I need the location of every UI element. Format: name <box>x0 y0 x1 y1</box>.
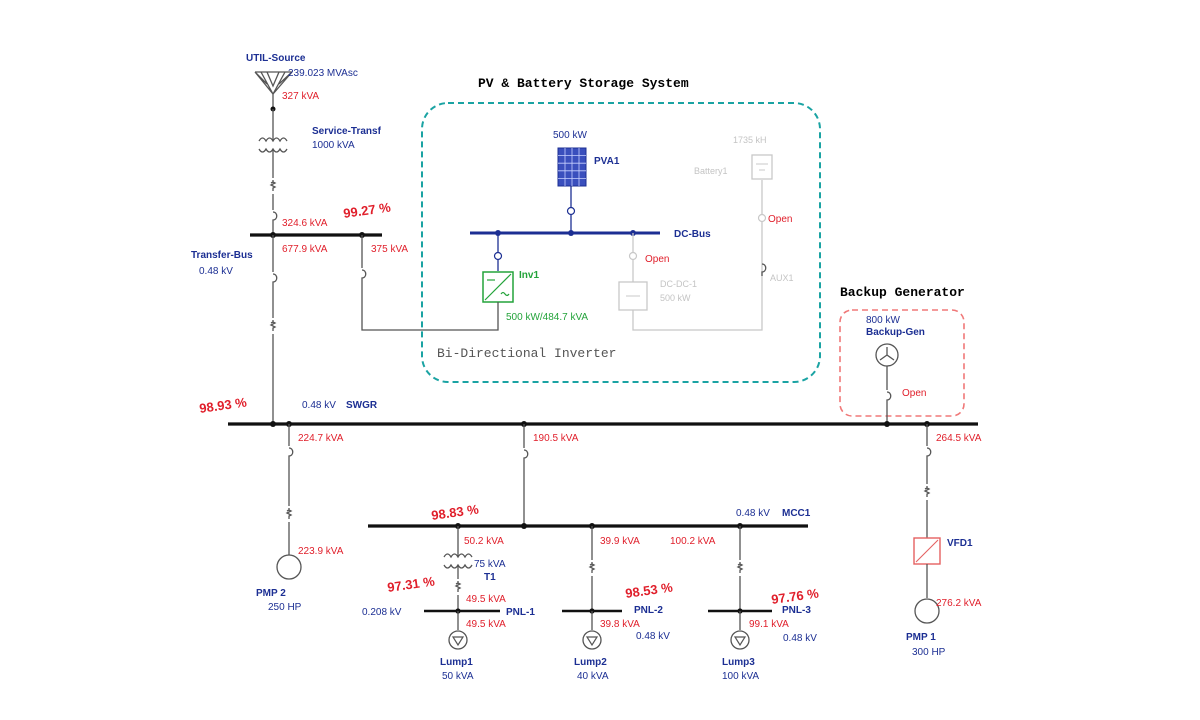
breaker-icon <box>272 273 278 287</box>
lumped-load-icon <box>730 630 750 650</box>
pnl2-voltage: 0.48 kV <box>636 631 670 642</box>
mcc1-flow-pnl2: 39.9 kVA <box>600 536 640 547</box>
generator-rating: 800 kW <box>866 315 900 326</box>
breaker-icon <box>924 485 930 498</box>
swgr-name: SWGR <box>346 400 378 411</box>
swgr-voltage: 0.48 kV <box>302 400 336 411</box>
aux-name: AUX1 <box>770 273 794 283</box>
t1-rating: 75 kVA <box>474 559 506 570</box>
battery-icon <box>751 154 773 180</box>
breaker-icon <box>286 507 292 520</box>
utility-source-name: UTIL-Source <box>246 53 306 64</box>
generator-group-title: Backup Generator <box>840 285 965 300</box>
pnl3-flow-out: 99.1 kVA <box>749 619 789 630</box>
swgr-flow-mcc1: 190.5 kVA <box>533 433 579 444</box>
t1-name: T1 <box>484 572 496 583</box>
breaker-icon <box>361 269 367 283</box>
breaker-icon <box>270 319 276 332</box>
breaker-icon <box>288 447 294 461</box>
swgr-flow-pmp1: 264.5 kVA <box>936 433 982 444</box>
utility-source-flow: 327 kVA <box>282 91 319 102</box>
battery-name: Battery1 <box>694 166 728 176</box>
transfer-bus-flow-in: 324.6 kVA <box>282 218 328 229</box>
pnl1-flow-in: 49.5 kVA <box>466 594 506 605</box>
inverter-rating: 500 kW/484.7 kVA <box>506 312 588 323</box>
breaker-icon <box>523 449 529 463</box>
lump1-name: Lump1 <box>440 657 473 668</box>
pnl2-name: PNL-2 <box>634 605 663 616</box>
mcc1-name: MCC1 <box>782 508 811 519</box>
pnl2-voltage-percent: 98.53 % <box>624 579 674 601</box>
breaker-icon <box>589 561 595 574</box>
generator-group-border <box>839 309 965 417</box>
pmp2-flow: 223.9 kVA <box>298 546 344 557</box>
dc-dc-converter-rating: 500 kW <box>660 293 691 303</box>
dc-dc-converter-name: DC-DC-1 <box>660 279 697 289</box>
pnl3-voltage: 0.48 kV <box>783 633 817 644</box>
utility-source-rating: 239.023 MVAsc <box>288 68 358 79</box>
mcc1-voltage: 0.48 kV <box>736 508 770 519</box>
pnl1-flow-out: 49.5 kVA <box>466 619 506 630</box>
lump1-rating: 50 kVA <box>442 671 474 682</box>
service-transformer-name: Service-Transf <box>312 126 382 137</box>
motor-icon <box>276 554 302 580</box>
pv-array-icon <box>557 147 587 187</box>
inverter-icon <box>482 271 514 303</box>
pv-group-title: PV & Battery Storage System <box>478 76 689 91</box>
swgr-flow-pmp2: 224.7 kVA <box>298 433 344 444</box>
mcc1-flow-pnl3: 100.2 kVA <box>670 536 716 547</box>
transfer-bus-voltage-percent: 99.27 % <box>342 199 392 221</box>
dc-dc-open-status: Open <box>645 254 669 265</box>
breaker-icon <box>270 179 276 192</box>
pv-array-rating: 500 kW <box>553 130 587 141</box>
pmp1-name: PMP 1 <box>906 632 936 643</box>
vfd-icon <box>913 537 941 565</box>
inverter-name: Inv1 <box>519 270 539 281</box>
transfer-bus-voltage: 0.48 kV <box>199 266 233 277</box>
pnl1-voltage: 0.208 kV <box>362 607 402 618</box>
lump3-name: Lump3 <box>722 657 755 668</box>
transfer-bus-flow-right: 375 kVA <box>371 244 408 255</box>
pv-group-subtitle: Bi-Directional Inverter <box>437 346 616 361</box>
vfd1-name: VFD1 <box>947 538 973 549</box>
lump2-rating: 40 kVA <box>577 671 609 682</box>
lump3-rating: 100 kVA <box>722 671 759 682</box>
breaker-icon <box>455 580 461 593</box>
pv-battery-group-border <box>421 102 821 383</box>
pmp2-name: PMP 2 <box>256 588 286 599</box>
dc-bus-name: DC-Bus <box>674 229 711 240</box>
transfer-bus-name: Transfer-Bus <box>191 250 253 261</box>
swgr-voltage-percent: 98.93 % <box>198 394 248 416</box>
dc-dc-converter-branch <box>618 180 763 331</box>
battery-rating: 1735 kH <box>733 135 767 145</box>
pnl3-voltage-percent: 97.76 % <box>770 585 820 607</box>
breaker-icon <box>737 561 743 574</box>
utility-source-icon <box>254 71 293 112</box>
mcc1-flow-t1: 50.2 kVA <box>464 536 504 547</box>
pmp1-flow: 276.2 kVA <box>936 598 982 609</box>
lumped-load-icon <box>448 630 468 650</box>
pnl1-name: PNL-1 <box>506 607 535 618</box>
pnl3-name: PNL-3 <box>782 605 811 616</box>
motor-icon <box>914 598 940 624</box>
generator-name: Backup-Gen <box>866 327 925 338</box>
pnl1-voltage-percent: 97.31 % <box>386 573 436 595</box>
generator-open-status: Open <box>902 388 926 399</box>
breaker-icon <box>926 447 932 461</box>
lump2-name: Lump2 <box>574 657 607 668</box>
service-transformer-rating: 1000 kVA <box>312 140 355 151</box>
pnl2-flow-out: 39.8 kVA <box>600 619 640 630</box>
transfer-bus-flow-down: 677.9 kVA <box>282 244 328 255</box>
pv-array-name: PVA1 <box>594 156 620 167</box>
battery-open-status: Open <box>768 214 792 225</box>
breaker-icon <box>272 211 278 225</box>
lumped-load-icon <box>582 630 602 650</box>
generator-icon <box>875 343 899 367</box>
pmp1-rating: 300 HP <box>912 647 946 658</box>
breaker-icon <box>886 391 892 405</box>
pmp2-rating: 250 HP <box>268 602 302 613</box>
mcc1-voltage-percent: 98.83 % <box>430 501 480 523</box>
